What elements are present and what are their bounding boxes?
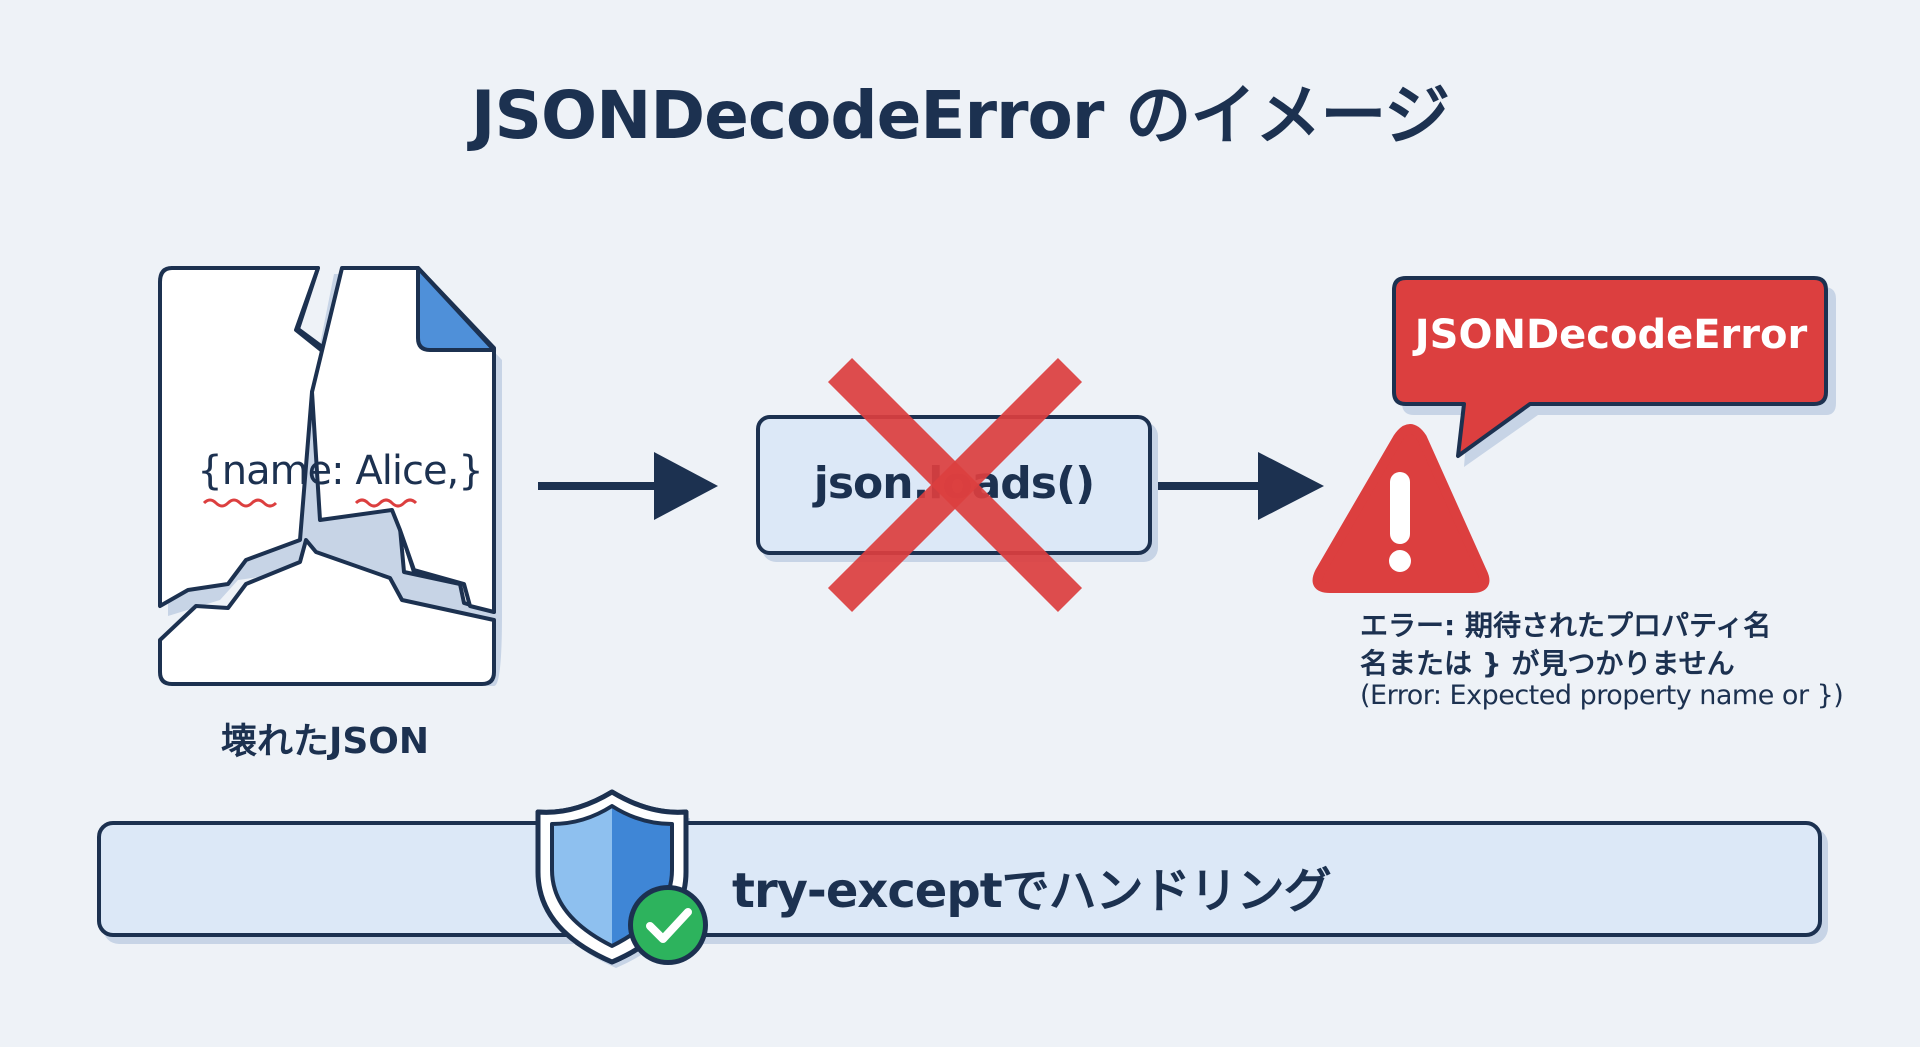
error-message-line: 名または } が見つかりません [1360, 647, 1735, 680]
handling-banner-label: try-exceptでハンドリング [732, 863, 1332, 919]
broken-document-icon [158, 266, 502, 686]
shield-check-overlay [535, 789, 708, 965]
error-message-line: エラー: 期待されたプロパティ名 [1360, 609, 1772, 642]
page-title: JSONDecodeError のイメージ [470, 77, 1450, 154]
speech-bubble-icon [1392, 276, 1836, 467]
broken-json-content: {name: Alice,} [197, 448, 483, 494]
arrow-right-icon [1154, 452, 1324, 520]
error-message-translation: (Error: Expected property name or }) [1360, 680, 1844, 711]
handling-banner [97, 821, 1822, 937]
broken-json-label: 壊れたJSON [220, 721, 430, 762]
checkmark-icon [628, 885, 708, 965]
arrow-right-icon [538, 452, 718, 520]
error-bubble-label: JSONDecodeError [1414, 312, 1808, 358]
warning-icon [1312, 424, 1490, 593]
cross-icon [827, 357, 1083, 613]
